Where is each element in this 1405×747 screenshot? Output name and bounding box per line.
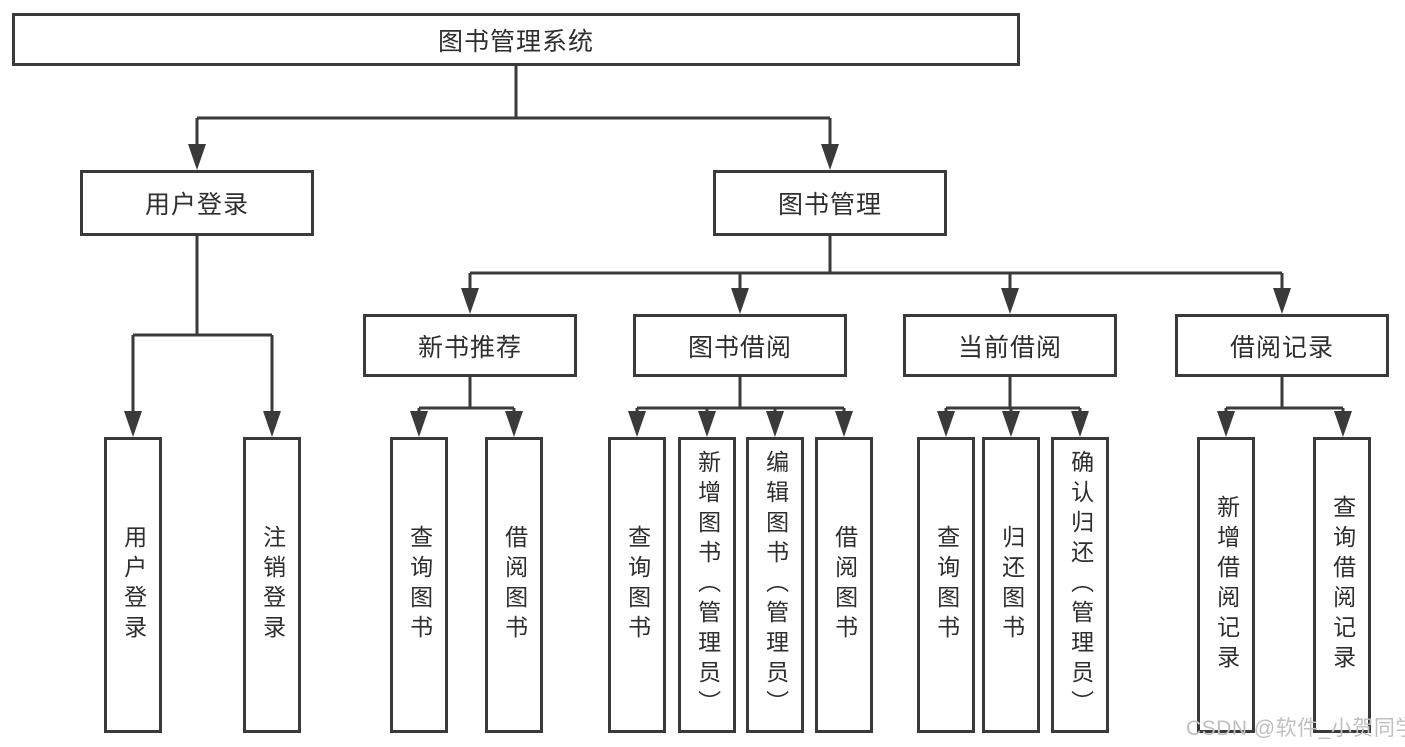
node-user-login-label: 用户登录: [144, 191, 249, 219]
node-borrow-record: 借阅记录: [1175, 314, 1389, 377]
leaf-logout-login-label: 注销登录: [259, 525, 286, 645]
leaf-edit-book-admin-label: 编辑图书（管理员）: [762, 450, 789, 720]
leaf-query-books-3-label: 查询图书: [933, 525, 960, 645]
node-new-book-recommend-label: 新书推荐: [417, 333, 522, 362]
leaf-query-books-2-label: 查询图书: [624, 525, 651, 645]
leaf-logout-login: 注销登录: [243, 437, 301, 733]
csdn-watermark: CSDN @软件_小贺同学: [1186, 717, 1405, 740]
leaf-add-book-admin-label: 新增图书（管理员）: [694, 450, 721, 720]
node-root-label: 图书管理系统: [437, 27, 594, 56]
node-book-management: 图书管理: [713, 170, 947, 236]
leaf-confirm-return-admin-label: 确认归还（管理员）: [1067, 450, 1094, 720]
leaf-user-login-label: 用户登录: [120, 525, 147, 645]
node-book-borrow-label: 图书借阅: [687, 333, 792, 362]
leaf-user-login: 用户登录: [104, 437, 162, 733]
leaf-return-books: 归还图书: [982, 437, 1040, 733]
leaf-query-books-2: 查询图书: [608, 437, 666, 733]
leaf-return-books-label: 归还图书: [998, 525, 1025, 645]
leaf-add-borrow-record-label: 新增借阅记录: [1213, 495, 1240, 675]
leaf-query-borrow-record-label: 查询借阅记录: [1329, 495, 1356, 675]
arrowheads: [124, 144, 1352, 437]
leaf-query-borrow-record: 查询借阅记录: [1313, 437, 1371, 733]
leaf-query-books-3: 查询图书: [917, 437, 975, 733]
leaf-confirm-return-admin: 确认归还（管理员）: [1051, 437, 1109, 733]
node-current-borrow-label: 当前借阅: [957, 333, 1062, 362]
leaf-query-books-1: 查询图书: [390, 437, 448, 733]
node-book-management-label: 图书管理: [777, 191, 882, 219]
node-book-borrow: 图书借阅: [633, 314, 847, 377]
node-borrow-record-label: 借阅记录: [1229, 333, 1334, 362]
leaf-borrow-books-1: 借阅图书: [485, 437, 543, 733]
leaf-borrow-books-1-label: 借阅图书: [501, 525, 528, 645]
leaf-borrow-books-2-label: 借阅图书: [831, 525, 858, 645]
node-current-borrow: 当前借阅: [903, 314, 1117, 377]
leaf-query-books-1-label: 查询图书: [406, 525, 433, 645]
node-root-library-system: 图书管理系统: [12, 13, 1020, 66]
leaf-edit-book-admin: 编辑图书（管理员）: [746, 437, 804, 733]
leaf-add-book-admin: 新增图书（管理员）: [678, 437, 736, 733]
leaf-add-borrow-record: 新增借阅记录: [1197, 437, 1255, 733]
node-user-login: 用户登录: [80, 170, 314, 236]
leaf-borrow-books-2: 借阅图书: [815, 437, 873, 733]
node-new-book-recommend: 新书推荐: [363, 314, 577, 377]
